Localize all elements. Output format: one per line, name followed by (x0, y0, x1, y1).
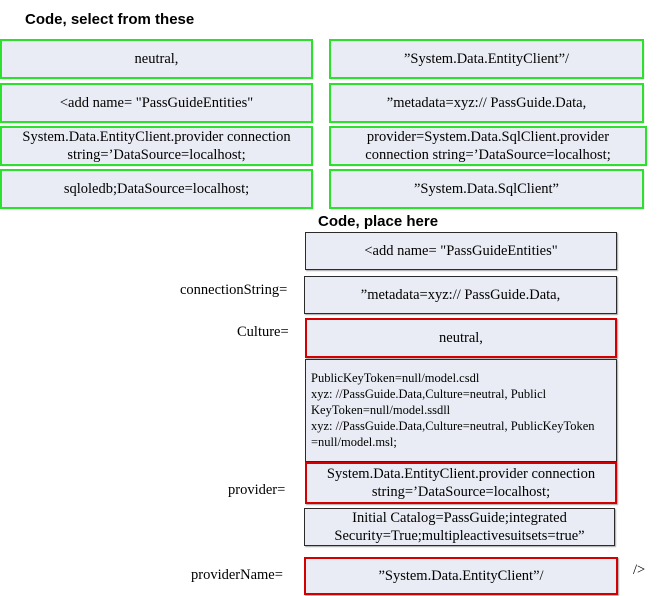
choice-add-name[interactable]: <add name= "PassGuideEntities" (0, 83, 313, 123)
provider-label: provider= (228, 482, 286, 498)
choice-neutral[interactable]: neutral, (0, 39, 313, 79)
catalog-line-2: Security=True;multipleactivesuitsets=tru… (334, 528, 585, 544)
choice-label: ”System.Data.SqlClient” (414, 181, 559, 197)
choice-label-line-2: connection string=’DataSource=localhost; (365, 147, 611, 163)
choice-label: ”metadata=xyz:// PassGuide.Data, (386, 95, 587, 111)
token-line: KeyToken=null/model.ssdll (311, 403, 451, 417)
token-line: xyz: //PassGuide.Data,Culture=neutral, P… (311, 387, 547, 401)
choice-label: neutral, (134, 51, 179, 67)
catalog-block: Initial Catalog=PassGuide;integrated Sec… (304, 508, 615, 546)
choice-sqlclient-provider[interactable]: provider=System.Data.SqlClient.provider … (329, 126, 647, 166)
choice-label: ”System.Data.EntityClient”/ (403, 51, 570, 67)
select-heading: Code, select from these (25, 11, 195, 28)
choice-metadata[interactable]: ”metadata=xyz:// PassGuide.Data, (329, 83, 644, 123)
target-provider[interactable]: System.Data.EntityClient.provider connec… (305, 462, 617, 504)
token-line: PublicKeyToken=null/model.csdl (311, 371, 480, 385)
token-line: =null/model.msl; (311, 435, 397, 449)
placed-label: <add name= "PassGuideEntities" (364, 243, 558, 259)
provider-name-label: providerName= (191, 567, 283, 583)
placed-label: ”metadata=xyz:// PassGuide.Data, (360, 287, 561, 303)
placed-label: ”System.Data.EntityClient”/ (378, 568, 544, 584)
target-culture[interactable]: neutral, (305, 318, 617, 358)
target-provider-name[interactable]: ”System.Data.EntityClient”/ (304, 557, 618, 595)
closing-tag-label: /> (633, 562, 646, 578)
choice-sqlclient-providername[interactable]: ”System.Data.SqlClient” (329, 169, 644, 209)
choice-label-line-2: string=’DataSource=localhost; (67, 147, 246, 163)
choice-entityclient-provider[interactable]: System.Data.EntityClient.provider connec… (0, 126, 313, 166)
choice-label-line-1: System.Data.EntityClient.provider connec… (22, 129, 291, 145)
choice-label-line-1: provider=System.Data.SqlClient.provider (366, 129, 610, 145)
choice-entityclient-providername[interactable]: ”System.Data.EntityClient”/ (329, 39, 644, 79)
public-key-token-block: PublicKeyToken=null/model.csdl xyz: //Pa… (305, 359, 617, 462)
connection-string-label: connectionString= (180, 282, 288, 298)
placed-label-line-1: System.Data.EntityClient.provider connec… (326, 466, 596, 482)
culture-label: Culture= (237, 324, 289, 340)
choice-label: sqloledb;DataSource=localhost; (63, 181, 250, 197)
catalog-line-1: Initial Catalog=PassGuide;integrated (352, 510, 567, 526)
choice-label: <add name= "PassGuideEntities" (59, 95, 254, 111)
placed-label: neutral, (439, 330, 483, 346)
target-add-name[interactable]: <add name= "PassGuideEntities" (305, 232, 617, 270)
place-heading: Code, place here (318, 213, 439, 230)
choice-sqloledb[interactable]: sqloledb;DataSource=localhost; (0, 169, 313, 209)
placed-label-line-2: string=’DataSource=localhost; (371, 484, 551, 500)
target-metadata[interactable]: ”metadata=xyz:// PassGuide.Data, (304, 276, 617, 314)
token-line: xyz: //PassGuide.Data,Culture=neutral, P… (311, 419, 595, 433)
